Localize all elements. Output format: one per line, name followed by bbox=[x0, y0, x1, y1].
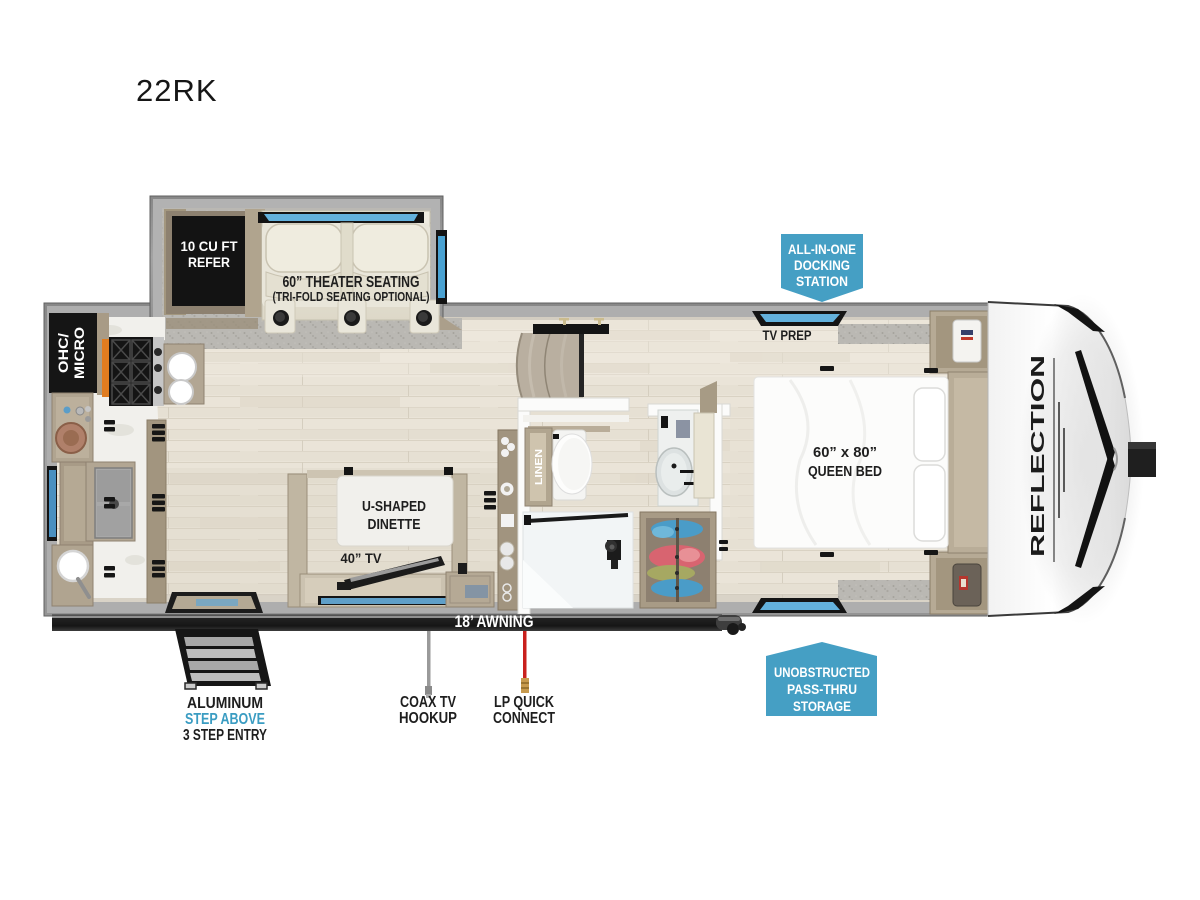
svg-text:COAX TV: COAX TV bbox=[400, 694, 457, 711]
svg-text:REFER: REFER bbox=[188, 255, 230, 270]
svg-text:LP QUICK: LP QUICK bbox=[494, 694, 555, 711]
svg-text:HOOKUP: HOOKUP bbox=[399, 710, 457, 727]
svg-text:OHC/: OHC/ bbox=[55, 333, 71, 373]
svg-text:DINETTE: DINETTE bbox=[368, 517, 421, 533]
svg-text:LINEN: LINEN bbox=[533, 449, 545, 485]
svg-text:U-SHAPED: U-SHAPED bbox=[362, 499, 426, 515]
svg-text:ALL-IN-ONE: ALL-IN-ONE bbox=[788, 242, 856, 257]
svg-text:60” x 80”: 60” x 80” bbox=[813, 445, 877, 461]
svg-text:ALUMINUM: ALUMINUM bbox=[187, 695, 263, 712]
svg-text:22RK: 22RK bbox=[136, 73, 218, 108]
svg-text:PASS-THRU: PASS-THRU bbox=[787, 682, 857, 697]
svg-text:TV PREP: TV PREP bbox=[763, 328, 812, 343]
svg-text:MICRO: MICRO bbox=[71, 327, 87, 379]
svg-text:(TRI-FOLD SEATING OPTIONAL): (TRI-FOLD SEATING OPTIONAL) bbox=[273, 290, 430, 304]
svg-text:3 STEP ENTRY: 3 STEP ENTRY bbox=[183, 727, 267, 744]
svg-text:QUEEN BED: QUEEN BED bbox=[808, 464, 882, 480]
svg-text:18’ AWNING: 18’ AWNING bbox=[455, 612, 534, 631]
svg-text:STATION: STATION bbox=[796, 274, 848, 289]
svg-text:CONNECT: CONNECT bbox=[493, 710, 555, 727]
svg-text:REFLECTION: REFLECTION bbox=[1028, 355, 1048, 557]
svg-text:40” TV: 40” TV bbox=[341, 550, 383, 566]
svg-text:60” THEATER SEATING: 60” THEATER SEATING bbox=[283, 274, 420, 291]
svg-text:STEP ABOVE: STEP ABOVE bbox=[185, 711, 265, 728]
svg-text:DOCKING: DOCKING bbox=[794, 258, 850, 273]
svg-text:10 CU FT: 10 CU FT bbox=[181, 239, 239, 254]
svg-text:STORAGE: STORAGE bbox=[793, 699, 851, 714]
svg-text:UNOBSTRUCTED: UNOBSTRUCTED bbox=[774, 665, 870, 680]
